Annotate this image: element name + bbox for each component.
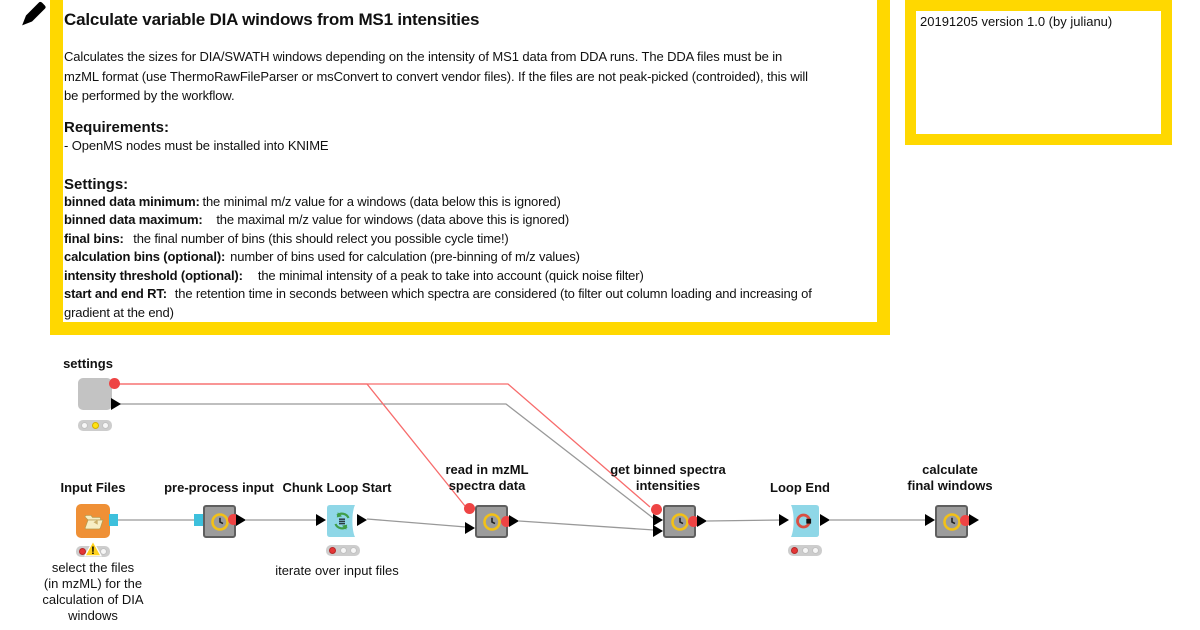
traffic-light-loop-end bbox=[788, 545, 822, 556]
node-label-input-files: Input Files bbox=[60, 480, 126, 495]
flowvar-output-port[interactable] bbox=[228, 514, 239, 525]
data-input-port[interactable] bbox=[465, 522, 475, 534]
clock-icon bbox=[670, 512, 689, 531]
data-output-port[interactable] bbox=[357, 514, 367, 526]
setting-line: calculation bins (optional): number of b… bbox=[64, 248, 875, 267]
flowvar-input-port[interactable] bbox=[651, 504, 662, 515]
folder-icon bbox=[84, 514, 104, 529]
data-output-port[interactable] bbox=[236, 514, 246, 526]
settings-heading: Settings: bbox=[64, 175, 129, 193]
setting-line: binned data maximum: the maximal m/z val… bbox=[64, 211, 875, 230]
data-input-port[interactable] bbox=[925, 514, 935, 526]
setting-line: binned data minimum: the minimal m/z val… bbox=[64, 193, 875, 212]
setting-desc: the minimal m/z value for a windows (dat… bbox=[199, 193, 561, 209]
uri-output-port[interactable] bbox=[109, 514, 118, 526]
node-caption-input-files: select the files (in mzML) for the calcu… bbox=[42, 560, 144, 623]
data-input-port-1[interactable] bbox=[653, 514, 663, 526]
annotation-content: Calculate variable DIA windows from MS1 … bbox=[63, 0, 877, 322]
annotation-title: Calculate variable DIA windows from MS1 … bbox=[64, 10, 480, 29]
requirement-line: - OpenMS nodes must be installed into KN… bbox=[64, 137, 329, 153]
data-input-port-2[interactable] bbox=[653, 525, 663, 537]
setting-label: start and end RT: bbox=[64, 286, 167, 301]
flowvar-input-port[interactable] bbox=[464, 503, 475, 514]
setting-label: binned data minimum: bbox=[64, 193, 200, 209]
data-output-port[interactable] bbox=[820, 514, 830, 526]
requirements-heading: Requirements: bbox=[64, 118, 170, 136]
node-label-chunk-loop-start: Chunk Loop Start bbox=[282, 480, 392, 495]
data-output-port[interactable] bbox=[509, 515, 519, 527]
data-input-port[interactable] bbox=[316, 514, 326, 526]
setting-label: binned data maximum: bbox=[64, 212, 203, 227]
data-output-port[interactable] bbox=[969, 514, 979, 526]
uri-input-port[interactable] bbox=[194, 514, 203, 526]
node-label-settings: settings bbox=[63, 356, 113, 371]
workflow-annotation-version[interactable]: 20191205 version 1.0 (by julianu) bbox=[905, 0, 1172, 145]
setting-desc: the minimal intensity of a peak to take … bbox=[242, 267, 644, 283]
flowvar-output-port[interactable] bbox=[688, 516, 699, 527]
flowvar-output-port[interactable] bbox=[109, 378, 120, 389]
setting-line: final bins: the final number of bins (th… bbox=[64, 230, 875, 249]
node-label-read-mzml: read in mzML spectra data bbox=[445, 462, 529, 493]
data-input-port[interactable] bbox=[779, 514, 789, 526]
node-label-loop-end: Loop End bbox=[770, 480, 830, 495]
loop-icon bbox=[334, 512, 350, 530]
flowvar-output-port[interactable] bbox=[501, 516, 512, 527]
setting-line: intensity threshold (optional): the mini… bbox=[64, 267, 875, 286]
setting-label: final bins: bbox=[64, 230, 124, 246]
node-get-binned[interactable] bbox=[663, 505, 696, 538]
warning-icon: ! bbox=[84, 540, 102, 557]
workflow-annotation-main[interactable]: Calculate variable DIA windows from MS1 … bbox=[50, 0, 890, 335]
annotation-description: Calculates the sizes for DIA/SWATH windo… bbox=[64, 49, 808, 103]
node-label-get-binned: get binned spectra intensities bbox=[610, 462, 726, 493]
clock-icon bbox=[942, 512, 961, 531]
loop-end-icon bbox=[796, 513, 812, 529]
setting-desc: the maximal m/z value for windows (data … bbox=[202, 212, 570, 227]
node-label-calc-final: calculate final windows bbox=[907, 462, 993, 493]
clock-icon bbox=[210, 512, 229, 531]
pencil-icon[interactable] bbox=[18, 0, 48, 29]
setting-desc: the final number of bins (this should re… bbox=[123, 230, 509, 246]
clock-icon bbox=[482, 512, 501, 531]
setting-label: intensity threshold (optional): bbox=[64, 267, 243, 283]
svg-text:!: ! bbox=[91, 545, 95, 557]
setting-label: calculation bins (optional): bbox=[64, 249, 226, 264]
traffic-light-settings bbox=[78, 420, 112, 431]
data-output-port[interactable] bbox=[111, 398, 121, 410]
setting-desc: the retention time in seconds between wh… bbox=[64, 286, 812, 320]
flowvar-output-port[interactable] bbox=[960, 515, 971, 526]
node-caption-chunk-loop: iterate over input files bbox=[275, 563, 399, 578]
node-label-preprocess: pre-process input bbox=[164, 480, 274, 495]
data-output-port[interactable] bbox=[697, 515, 707, 527]
node-settings[interactable] bbox=[78, 378, 112, 410]
node-input-files[interactable] bbox=[76, 504, 110, 538]
traffic-light-chunk-loop bbox=[326, 545, 360, 556]
setting-line: start and end RT: the retention time in … bbox=[64, 285, 875, 322]
node-loop-end[interactable] bbox=[788, 504, 820, 538]
setting-desc: number of bins used for calculation (pre… bbox=[225, 249, 580, 264]
version-text: 20191205 version 1.0 (by julianu) bbox=[920, 14, 1113, 29]
